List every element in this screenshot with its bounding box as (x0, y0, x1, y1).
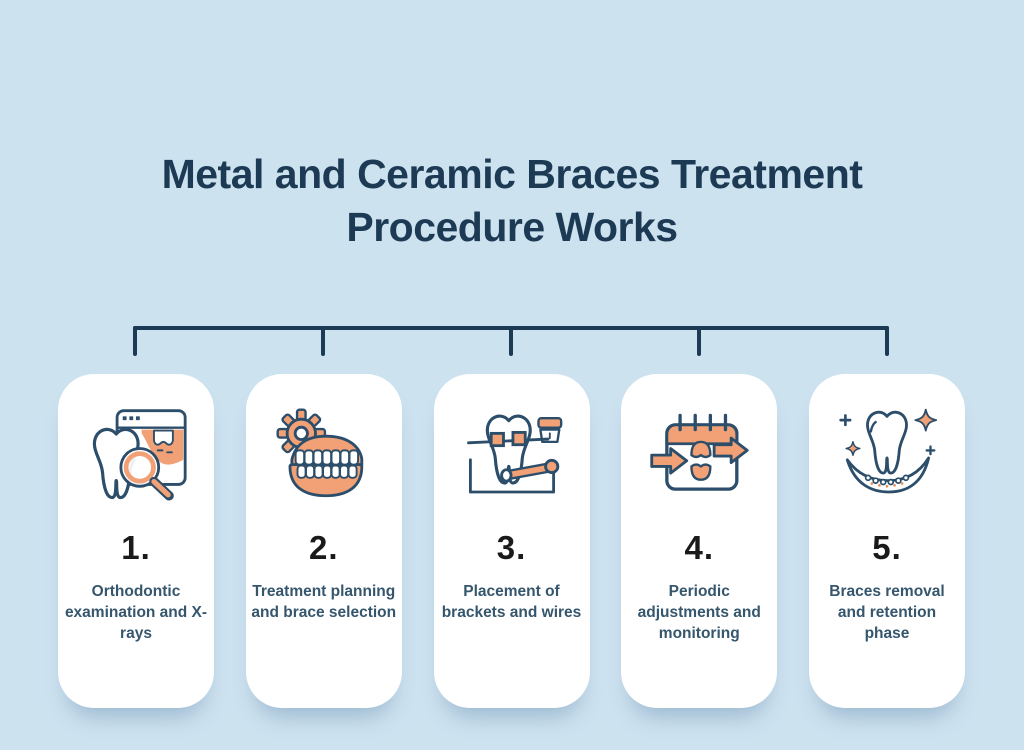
connector-tick-2 (321, 326, 325, 356)
connector-tick-4 (697, 326, 701, 356)
sparkling-tooth-smile-icon (828, 402, 946, 512)
step-number: 2. (308, 529, 339, 566)
page-title: Metal and Ceramic Braces Treatment Proce… (0, 148, 1024, 254)
dentures-gear-icon (265, 402, 383, 512)
step-number: 1. (121, 529, 151, 566)
step-label: Periodic adjustments and monitoring (637, 583, 761, 642)
calendar-arrows-icon (640, 402, 758, 512)
tooth-braces-tool-icon (453, 402, 571, 512)
tooth-magnifier-xray-icon (77, 402, 195, 512)
connector-tick-3 (509, 326, 513, 356)
step-card-5: 5. Braces removal and retention phase (809, 374, 965, 708)
step-card-2: 2. Treatment planning and brace selectio… (245, 374, 402, 708)
step-number: 3. (496, 529, 527, 566)
step-label: Orthodontic examination and X-rays (64, 583, 208, 642)
step-number: 4. (684, 529, 715, 566)
connector-tick-5 (885, 326, 889, 356)
step-card-3: 3. Placement of brackets and wires (433, 374, 590, 708)
page-title-line2: Procedure Works (346, 204, 678, 251)
page-title-line1: Metal and Ceramic Braces Treatment (161, 151, 863, 198)
step-label: Placement of brackets and wires (441, 583, 582, 621)
step-card-1: 1. Orthodontic examination and X-rays (58, 374, 214, 708)
step-label: Braces removal and retention phase (829, 583, 945, 642)
connector-tick-1 (133, 326, 137, 356)
step-number: 5. (872, 529, 902, 566)
step-label: Treatment planning and brace selection (251, 583, 397, 621)
step-card-4: 4. Periodic adjustments and monitoring (621, 374, 778, 708)
steps-row: 1. Orthodontic examination and X-rays (58, 374, 965, 708)
